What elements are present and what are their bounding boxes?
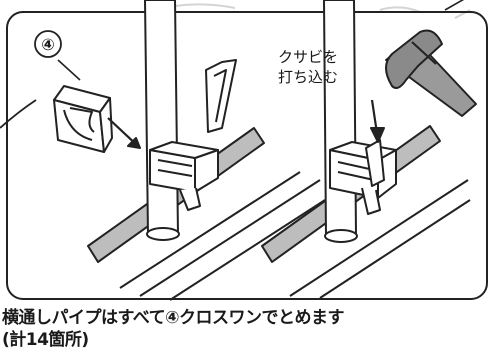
vertical-post	[144, 0, 179, 236]
cross-clamp-loose	[53, 85, 113, 153]
cross-clamp-assembled	[329, 141, 397, 215]
part-number: ④	[41, 35, 55, 54]
part-number-badge: ④	[34, 30, 62, 58]
caption-line-1: 横通しパイプはすべて④クロスワンでとめます	[2, 308, 345, 328]
floor-rail-2	[139, 179, 321, 297]
leader-line	[0, 99, 37, 129]
cross-clamp-installed	[149, 141, 219, 211]
floor-rail-5	[319, 199, 471, 299]
post-foot	[146, 227, 180, 241]
diagram-frame	[6, 11, 488, 300]
hammer-icon	[385, 29, 477, 117]
wedge-driven	[365, 139, 385, 187]
right-panel	[261, 0, 477, 299]
floor-rail-4	[289, 179, 469, 297]
caption-line-2: (計14箇所)	[2, 330, 89, 350]
annotation-line-2: 打ち込む	[278, 68, 338, 86]
annotation-line-1: クサビを	[278, 48, 338, 66]
floor-rail-1	[119, 171, 301, 289]
vertical-post-right	[323, 0, 357, 237]
caption: 横通しパイプはすべて④クロスワンでとめます (計14箇所)	[2, 307, 492, 351]
left-panel	[53, 0, 326, 301]
floor-rail-3	[169, 199, 326, 301]
